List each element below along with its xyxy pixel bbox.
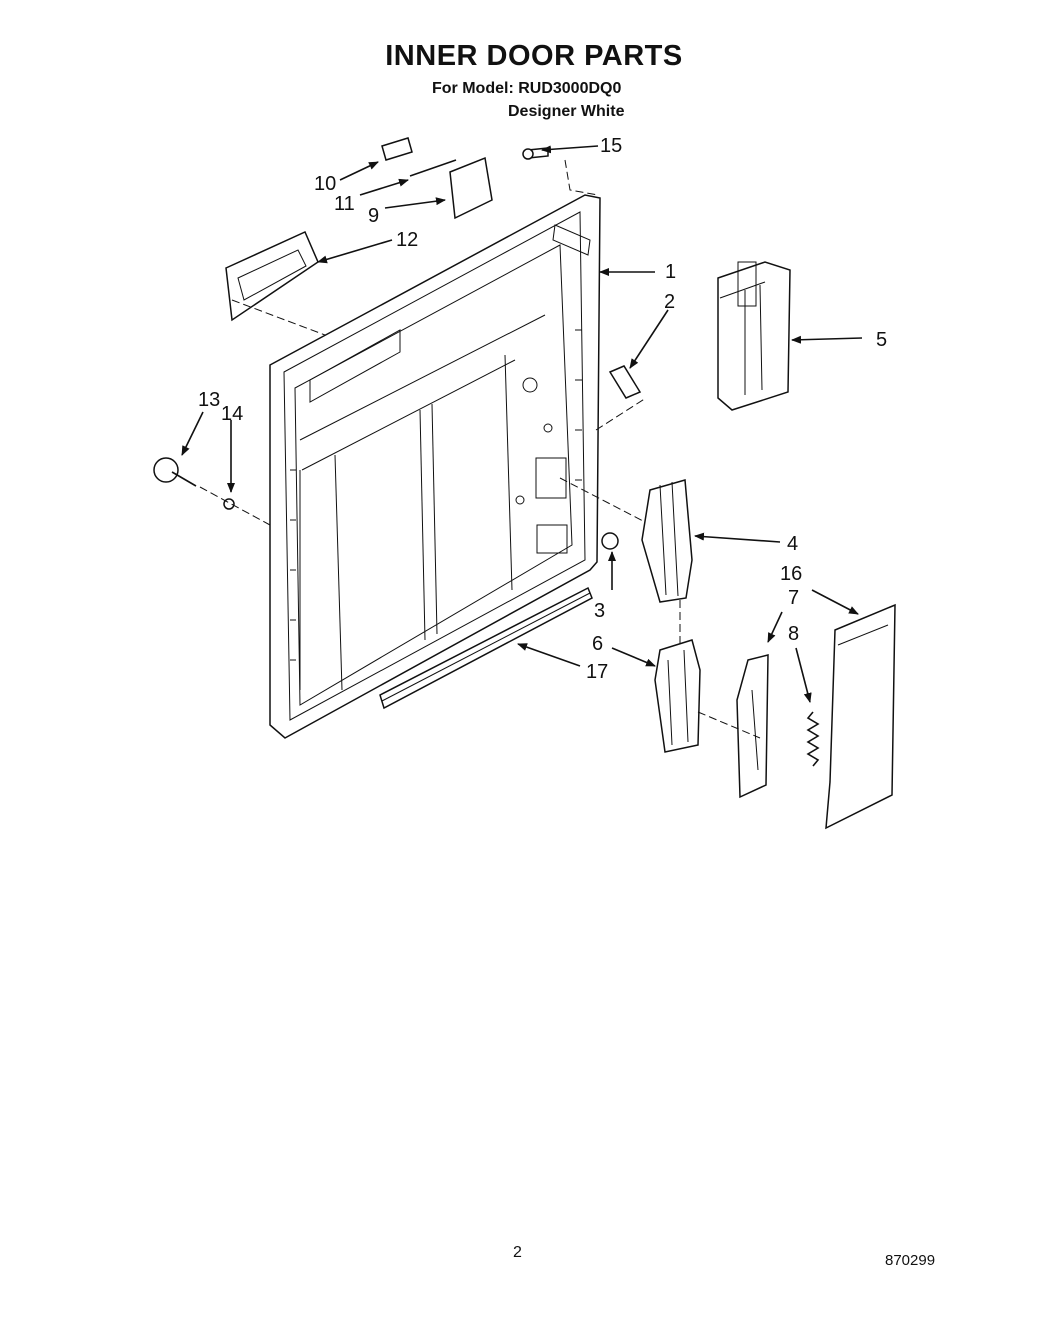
model-line: For Model: RUD3000DQ0 [432,80,622,97]
callout-2: 2 [664,291,675,313]
part-4-latch [641,479,693,603]
page-number: 2 [513,1244,522,1261]
callout-9: 9 [368,205,379,227]
part-13-knob [153,457,197,487]
part-3-cap [601,532,619,550]
assembly-lines [199,159,761,739]
part-8-spring [806,711,820,767]
part-9-cover [449,156,493,220]
callout-5: 5 [876,329,887,351]
callout-1: 1 [665,261,676,283]
callout-7: 7 [788,587,799,609]
callout-8: 8 [788,623,799,645]
part-16-side-panel [825,603,896,830]
document-number: 870299 [885,1252,936,1269]
callout-16: 16 [780,563,802,585]
part-2-pin [608,365,642,399]
leader-lines [181,145,863,703]
callout-15: 15 [600,135,622,157]
callout-6: 6 [592,633,603,655]
page-title: INNER DOOR PARTS [385,40,683,72]
callout-13: 13 [198,389,220,411]
callout-3: 3 [594,600,605,622]
part-10-fastener [381,137,413,161]
callout-12: 12 [396,229,418,251]
variant-line: Designer White [508,103,625,120]
callout-11: 11 [334,193,355,215]
part-12-handle [225,231,319,322]
callout-17: 17 [586,661,608,683]
part-7-slide [736,654,769,799]
callout-4: 4 [787,533,798,555]
part-6-latch-body [654,639,701,753]
part-17-bottom-trim [379,586,593,710]
part-11-rod [409,159,457,177]
callout-labels: 1 2 3 4 5 6 7 8 9 10 11 12 13 14 15 16 1… [198,135,887,683]
callout-10: 10 [314,173,336,195]
part-5-module [717,261,791,411]
inner-door-panel [269,194,601,739]
callout-14: 14 [221,403,243,425]
